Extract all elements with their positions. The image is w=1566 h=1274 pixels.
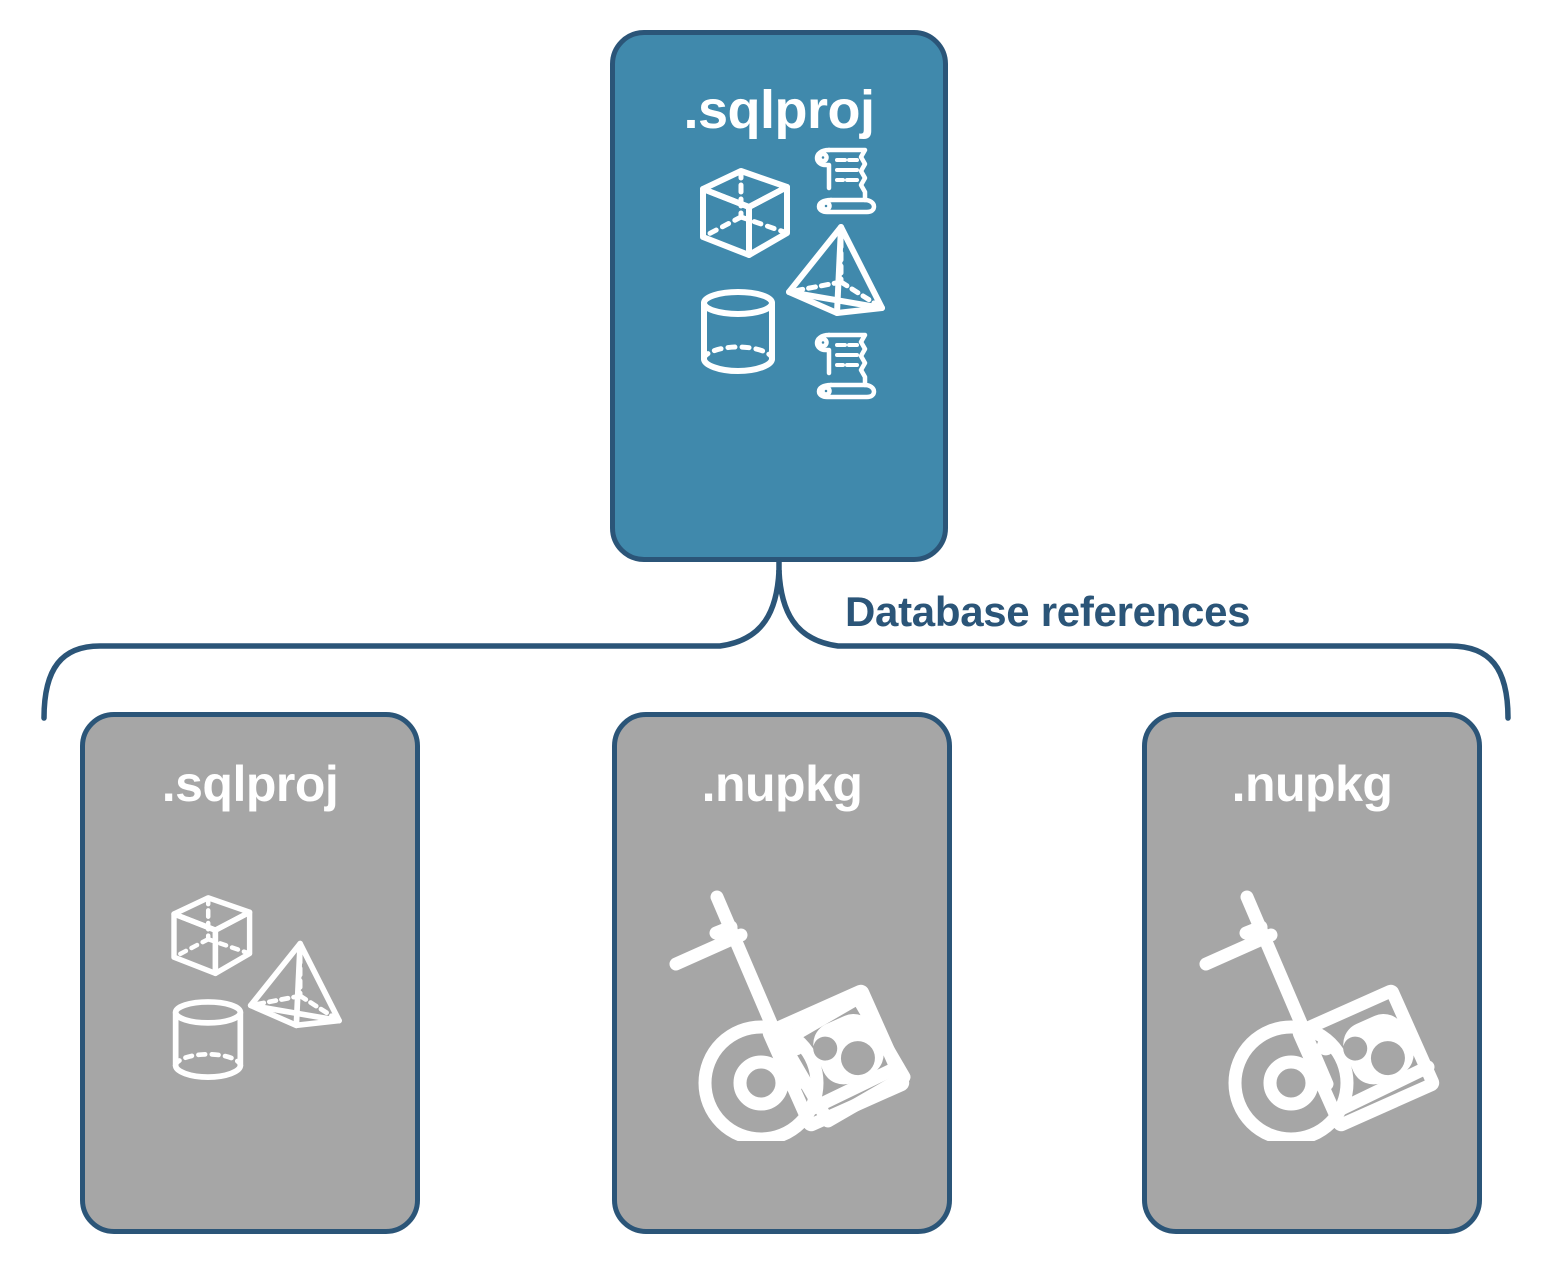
cylinder-icon [701, 289, 775, 374]
cube-icon [700, 168, 790, 258]
card-title: .sqlproj [161, 756, 339, 812]
card-sqlproj-project[interactable]: .sqlproj [610, 30, 948, 562]
cube-icon [171, 895, 253, 977]
card-title: .nupkg [1231, 756, 1393, 812]
card-sqlproj-reference[interactable]: .sqlproj [80, 712, 420, 1234]
nuget-logo-holes [813, 1036, 875, 1076]
wheel-outer [698, 1020, 824, 1141]
card-nupkg-package-1[interactable]: .nupkg [612, 712, 952, 1234]
wheel-hub [1263, 1055, 1319, 1111]
icon-group-nupkg-2 [1147, 809, 1477, 1229]
wheel-outer [1228, 1020, 1354, 1141]
card-title: .nupkg [701, 756, 863, 812]
wheel-hub [733, 1055, 789, 1111]
icon-group-nupkg-1 [617, 809, 947, 1229]
pyramid-icon [786, 224, 885, 316]
hand-truck-icon [669, 890, 911, 1141]
icon-group-sqlproj-top [615, 137, 943, 557]
nuget-package-box [1292, 984, 1440, 1132]
card-nupkg-package-2[interactable]: .nupkg [1142, 712, 1482, 1234]
card-title: .sqlproj [683, 80, 875, 140]
connector-label: Database references [845, 588, 1251, 635]
nuget-package-box [762, 984, 910, 1132]
pyramid-icon [247, 940, 342, 1029]
nuget-logo-holes [1343, 1036, 1405, 1076]
scroll-icon [814, 147, 877, 215]
brace-left-wing [41, 568, 782, 721]
hand-truck-icon [1199, 890, 1440, 1141]
scroll-icon [814, 332, 877, 400]
icon-group-sqlproj-ref [85, 809, 415, 1229]
cylinder-icon [172, 999, 244, 1080]
